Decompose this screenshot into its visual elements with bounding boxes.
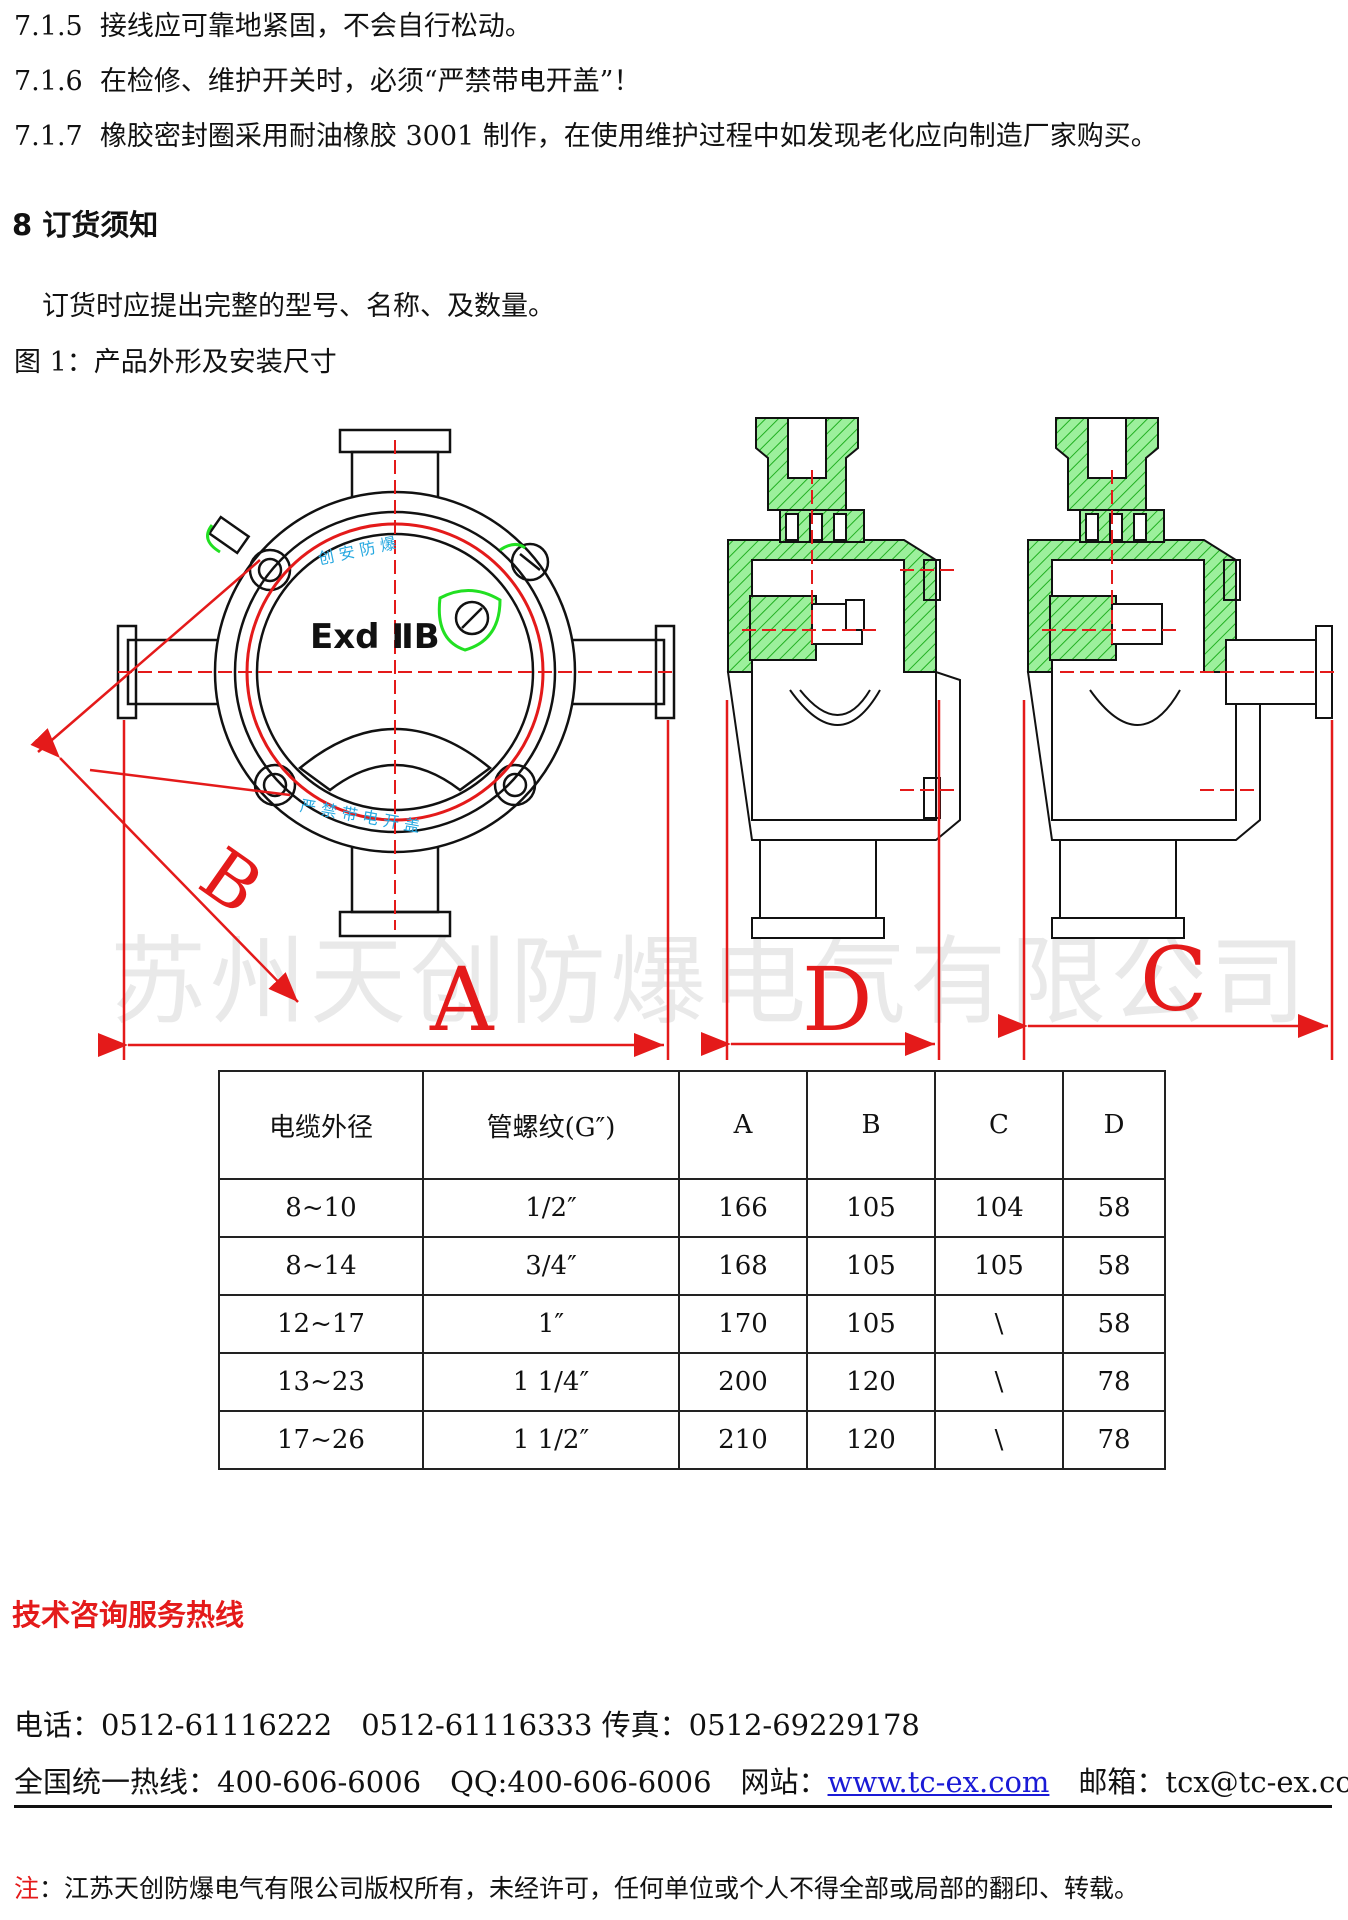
dimension-c-label: C xyxy=(1140,928,1207,1031)
side-view xyxy=(1026,417,1333,939)
cell: 200 xyxy=(678,1352,808,1412)
hotline-title: 技术咨询服务热线 xyxy=(12,1598,245,1632)
cell: 12~17 xyxy=(218,1294,424,1354)
explosion-marking: Exd ⅡB xyxy=(310,617,440,657)
clause-text: 在检修、维护开关时，必须“严禁带电开盖”！ xyxy=(99,66,641,97)
dimension-table: 电缆外径 管螺纹(G″) A B C D 8~10 1/2″ 166 105 1… xyxy=(218,1070,1166,1470)
cell: \ xyxy=(934,1294,1064,1354)
national-hotline-line: 全国统一热线：400-606-6006 QQ:400-606-6006 网站：w… xyxy=(14,1765,1348,1799)
cell: 58 xyxy=(1062,1236,1166,1296)
cell: 13~23 xyxy=(218,1352,424,1412)
national-hotline-text: 全国统一热线：400-606-6006 QQ:400-606-6006 网站： xyxy=(14,1765,828,1799)
clause-number: 7.1.5 xyxy=(14,11,83,42)
clause-text: 橡胶密封圈采用耐油橡胶 3001 制作，在使用维护过程中如发现老化应向制造厂家购… xyxy=(99,121,1158,152)
product-outline-figure: 苏州天创防爆电气有限公司 xyxy=(30,417,1336,1060)
section-body: 订货时应提出完整的型号、名称、及数量。 xyxy=(42,291,555,322)
section-heading: 8 订货须知 xyxy=(12,208,159,242)
col-cable-diameter: 电缆外径 xyxy=(218,1070,424,1180)
clause-number: 7.1.6 xyxy=(14,66,83,97)
watermark: 苏州天创防爆电气有限公司 xyxy=(110,926,1310,1038)
green-highlights xyxy=(206,524,526,652)
cell: 1″ xyxy=(422,1294,680,1354)
cell: \ xyxy=(934,1352,1064,1412)
cell: 58 xyxy=(1062,1294,1166,1354)
dimension-d-label: D xyxy=(802,948,873,1051)
phone-line: 电话：0512-61116222 0512-61116333 传真：0512-6… xyxy=(14,1708,920,1742)
table-row: 13~23 1 1/4″ 200 120 \ 78 xyxy=(218,1352,1166,1412)
cell: 168 xyxy=(678,1236,808,1296)
cell: 166 xyxy=(678,1178,808,1238)
dimension-b-label: B xyxy=(185,831,277,930)
cell: 105 xyxy=(806,1294,936,1354)
front-centerlines xyxy=(118,440,674,930)
dimension-d xyxy=(701,700,941,1060)
cell: 104 xyxy=(934,1178,1064,1238)
email-text: 邮箱：tcx@tc-ex.com xyxy=(1049,1765,1348,1799)
copyright-note: 注：江苏天创防爆电气有限公司版权所有，未经许可，任何单位或个人不得全部或局部的翻… xyxy=(14,1872,1139,1906)
cell: 78 xyxy=(1062,1352,1166,1412)
side-section-view xyxy=(726,417,961,939)
cell: 3/4″ xyxy=(422,1236,680,1296)
cell: 78 xyxy=(1062,1410,1166,1470)
table-row: 17~26 1 1/2″ 210 120 \ 78 xyxy=(218,1410,1166,1470)
table-row: 8~10 1/2″ 166 105 104 58 xyxy=(218,1178,1166,1238)
cell: 8~10 xyxy=(218,1178,424,1238)
col-c: C xyxy=(934,1070,1064,1180)
clause-7-1-7: 7.1.7 橡胶密封圈采用耐油橡胶 3001 制作，在使用维护过程中如发现老化应… xyxy=(14,120,1158,154)
figure-caption: 图 1：产品外形及安装尺寸 xyxy=(14,347,337,378)
cell: \ xyxy=(934,1410,1064,1470)
website-link[interactable]: www.tc-ex.com xyxy=(827,1765,1050,1799)
cell: 1 1/4″ xyxy=(422,1352,680,1412)
table-row: 8~14 3/4″ 168 105 105 58 xyxy=(218,1236,1166,1296)
clause-7-1-5: 7.1.5 接线应可靠地紧固，不会自行松动。 xyxy=(14,10,532,44)
cell: 105 xyxy=(934,1236,1064,1296)
note-label: 注 xyxy=(14,1874,40,1903)
note-text: ：江苏天创防爆电气有限公司版权所有，未经许可，任何单位或个人不得全部或局部的翻印… xyxy=(39,1874,1140,1903)
table-row: 12~17 1″ 170 105 \ 58 xyxy=(218,1294,1166,1354)
cell: 210 xyxy=(678,1410,808,1470)
col-d: D xyxy=(1062,1070,1166,1180)
table-header-row: 电缆外径 管螺纹(G″) A B C D xyxy=(218,1070,1166,1180)
cell: 58 xyxy=(1062,1178,1166,1238)
cell: 120 xyxy=(806,1410,936,1470)
dimension-c xyxy=(998,700,1334,1060)
col-b: B xyxy=(806,1070,936,1180)
col-pipe-thread: 管螺纹(G″) xyxy=(422,1070,680,1180)
cell: 17~26 xyxy=(218,1410,424,1470)
cell: 1/2″ xyxy=(422,1178,680,1238)
dimension-b xyxy=(30,559,299,1003)
clause-text: 接线应可靠地紧固，不会自行松动。 xyxy=(99,11,532,42)
cell: 120 xyxy=(806,1352,936,1412)
side-view-centerlines xyxy=(1042,470,1336,791)
col-a: A xyxy=(678,1070,808,1180)
cell: 8~14 xyxy=(218,1236,424,1296)
clause-7-1-6: 7.1.6 在检修、维护开关时，必须“严禁带电开盖”！ xyxy=(14,65,640,99)
dimension-a-label: A xyxy=(429,948,495,1051)
divider xyxy=(14,1805,1332,1808)
clause-number: 7.1.7 xyxy=(14,121,83,152)
cell: 105 xyxy=(806,1178,936,1238)
side-section-centerlines xyxy=(742,470,960,791)
cell: 1 1/2″ xyxy=(422,1410,680,1470)
cell: 105 xyxy=(806,1236,936,1296)
cell: 170 xyxy=(678,1294,808,1354)
